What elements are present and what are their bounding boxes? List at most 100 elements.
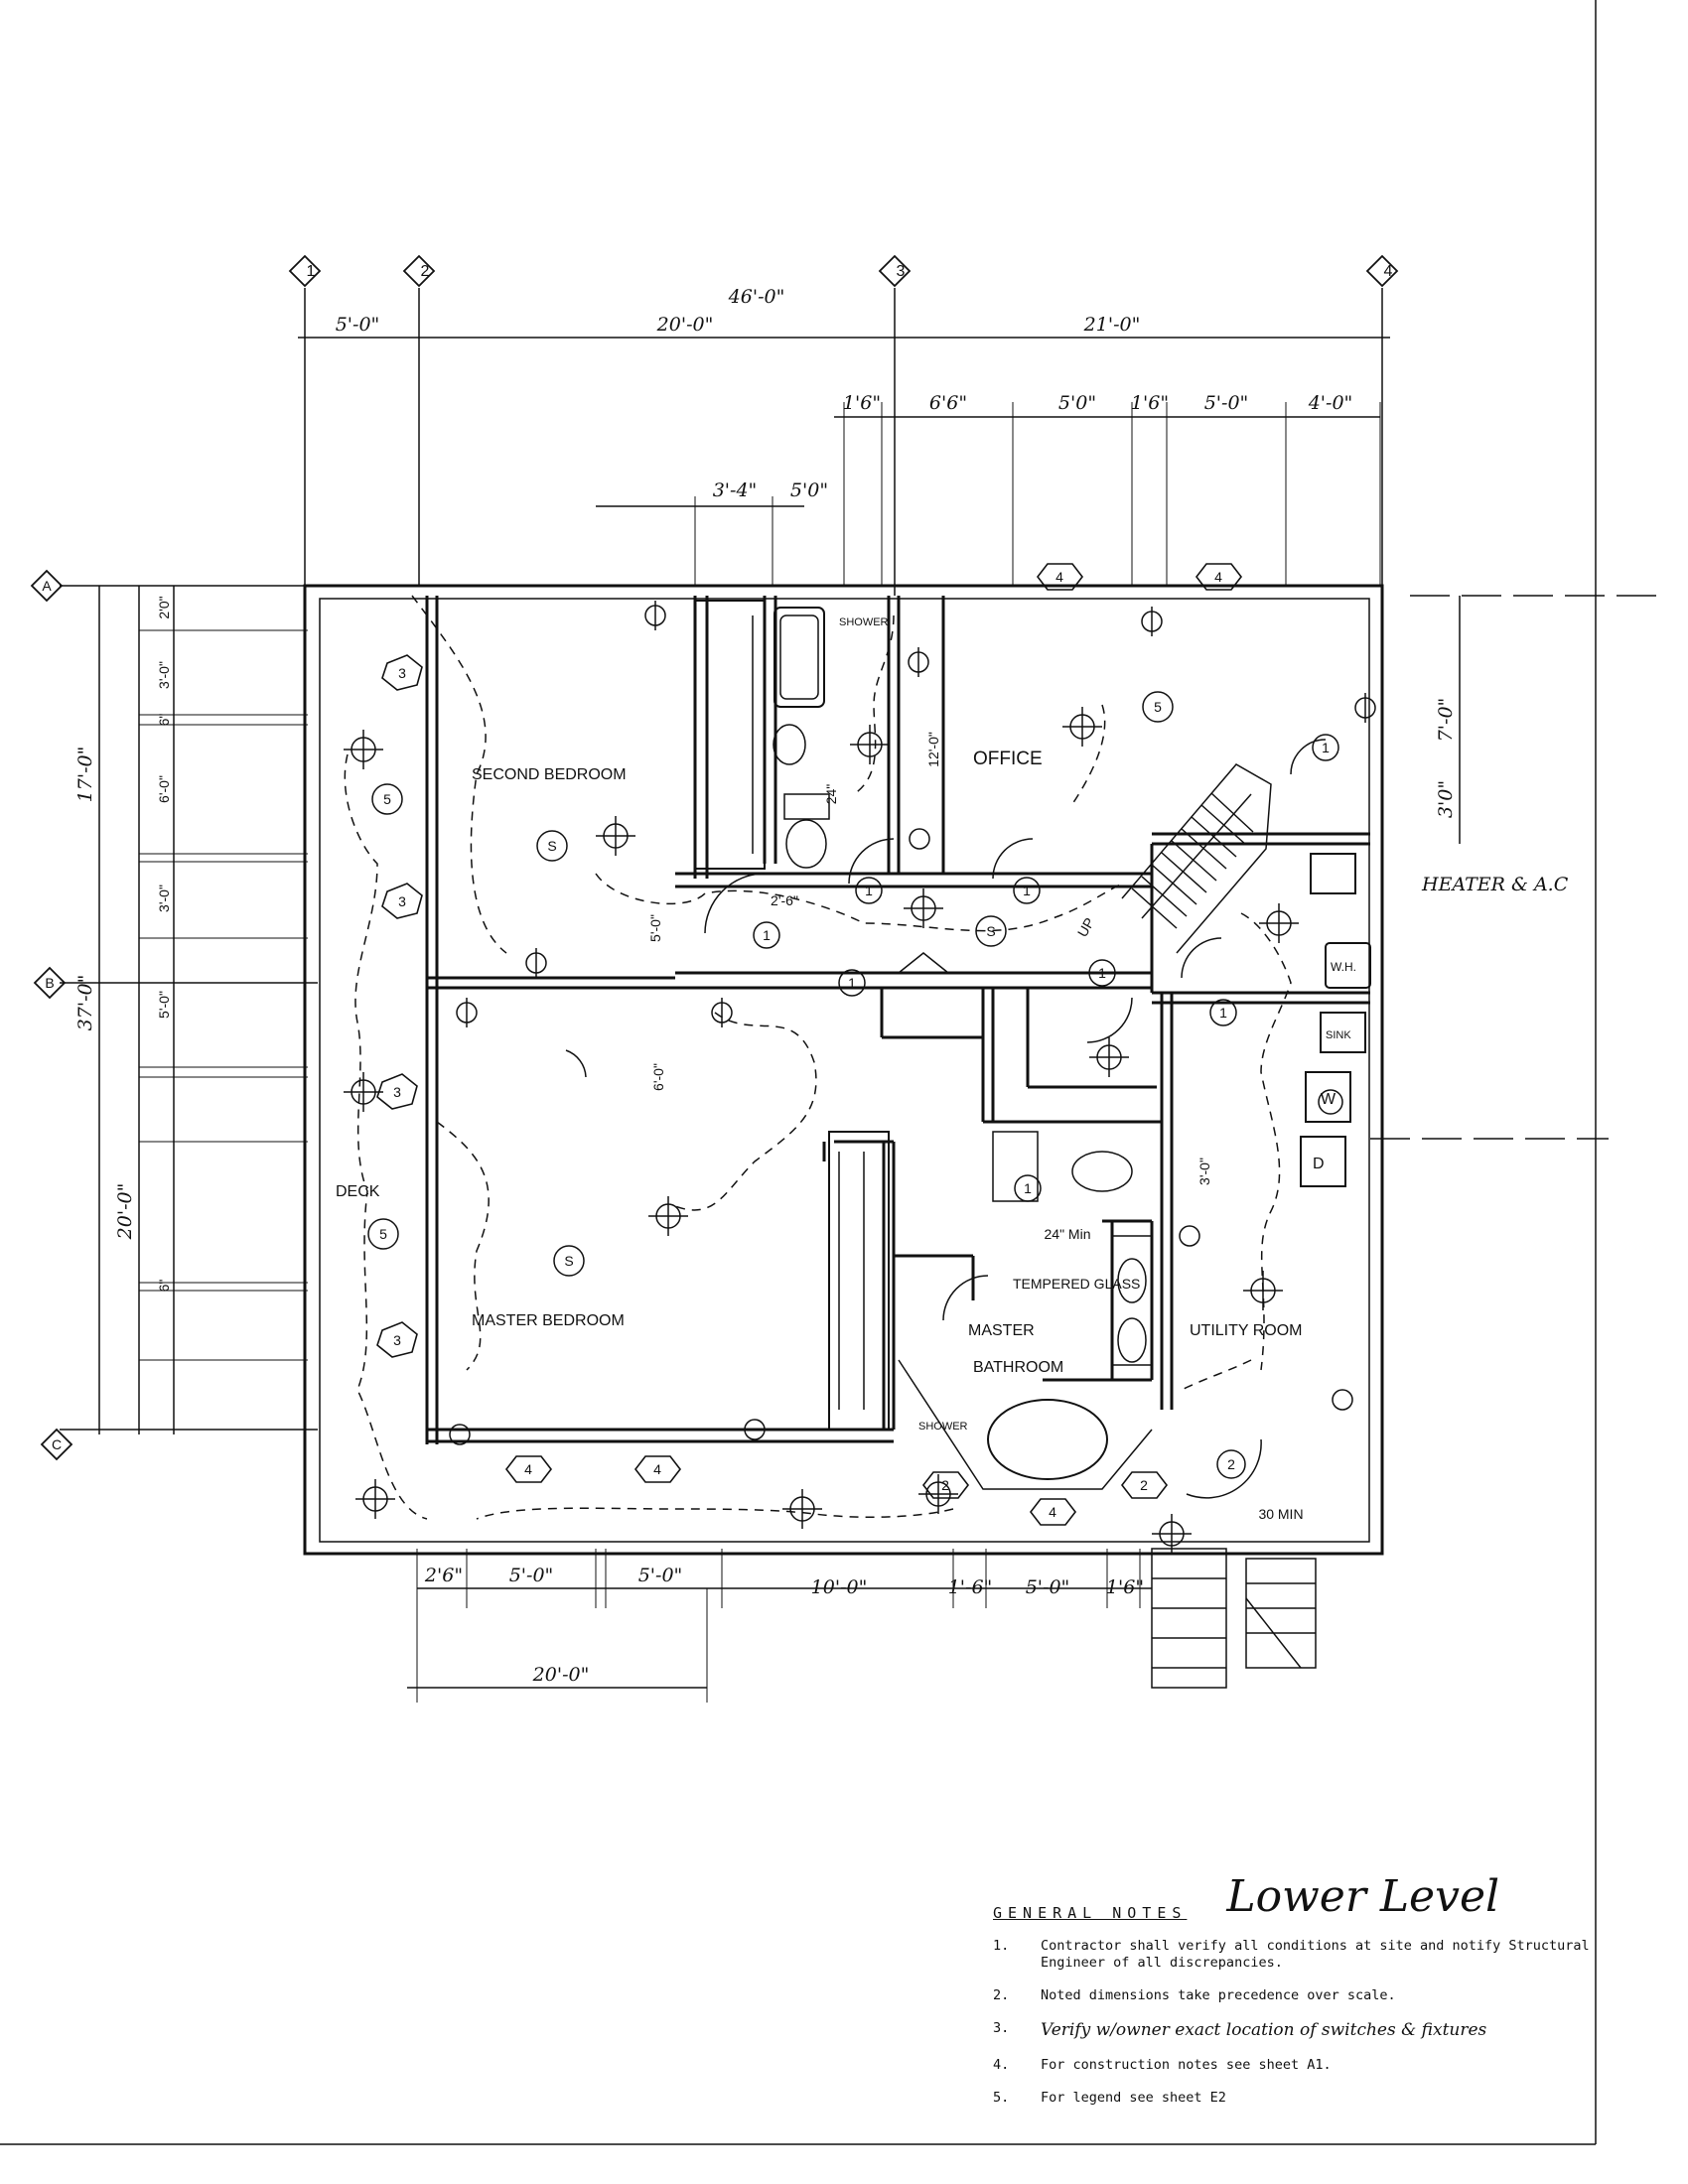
note-item: 4. For construction notes see sheet A1.	[993, 2057, 1628, 2074]
tag-s-c: S	[986, 923, 995, 939]
tag-1f: 1	[1219, 1005, 1227, 1021]
label-wh: W.H.	[1331, 960, 1356, 974]
dim-5-0b: 5'-0"	[1204, 392, 1249, 414]
note-item: 5. For legend see sheet E2	[993, 2090, 1628, 2107]
dim-b-10-0: 10'-0"	[811, 1576, 868, 1598]
bathtub	[774, 607, 825, 708]
general-notes-title: GENERAL NOTES	[993, 1904, 1188, 1922]
label-shower-bottom: SHOWER	[918, 1421, 968, 1433]
dim-i-24: 24"	[823, 784, 839, 805]
washer	[1305, 1071, 1351, 1123]
dim-3-0-left-b: 3'-0"	[156, 885, 172, 912]
tag-3b: 3	[398, 893, 406, 909]
general-notes-block: GENERAL NOTES Lower Level 1. Contractor …	[993, 1871, 1628, 2107]
dim-i-24-min: 24" Min	[1045, 1226, 1091, 1242]
note-number: 3.	[993, 2019, 1010, 2036]
dim-5-0c: 5'0"	[790, 479, 828, 501]
dryer	[1300, 1136, 1346, 1187]
tag-4a: 4	[524, 1461, 532, 1477]
tag-4c: 4	[1049, 1504, 1056, 1520]
room-office: OFFICE	[973, 749, 1043, 769]
building-outline	[303, 584, 1384, 1556]
grid-bubble-b: B	[45, 975, 54, 991]
note-number: 4.	[993, 2056, 1010, 2073]
wiring-runs	[344, 595, 1292, 1520]
tag-2c: 2	[1227, 1456, 1235, 1472]
dim-i-12-0: 12'-0"	[925, 732, 941, 767]
tag-1c: 1	[1023, 883, 1031, 898]
note-text: For construction notes see sheet A1.	[1041, 2056, 1332, 2073]
label-heater-ac: HEATER & A.C	[1421, 874, 1569, 895]
note-text: Verify w/owner exact location of switche…	[1041, 2019, 1487, 2040]
dim-b-5-0a: 5'-0"	[509, 1565, 554, 1586]
dim-4-0: 4'-0"	[1308, 392, 1353, 414]
note-item: 3. Verify w/owner exact location of swit…	[993, 2020, 1628, 2041]
tag-5b: 5	[379, 1226, 387, 1242]
grid-bubble-4: 4	[1384, 263, 1393, 280]
tag-1g: 1	[1322, 740, 1330, 755]
label-tempered-glass: TEMPERED GLASS	[1013, 1276, 1140, 1292]
tag-4b: 4	[653, 1461, 661, 1477]
dim-6-left-b: 6"	[156, 1280, 172, 1293]
staircase	[1121, 763, 1272, 954]
dim-21: 21'-0"	[1083, 314, 1141, 336]
dim-3-4: 3'-4"	[713, 479, 758, 501]
dim-6-6: 6'6"	[929, 392, 967, 414]
dim-5-0a: 5'0"	[1058, 392, 1096, 414]
tag-1a: 1	[763, 927, 771, 943]
tag-1d: 1	[848, 975, 856, 991]
dim-i-30-min: 30 MIN	[1258, 1506, 1303, 1522]
general-notes-header: GENERAL NOTES Lower Level	[993, 1871, 1628, 1922]
tag-4e: 4	[1214, 569, 1222, 585]
tag-5a: 5	[383, 791, 391, 807]
dim-46: 46'-0"	[728, 286, 785, 308]
dim-5: 5'-0"	[336, 314, 380, 336]
tag-4d: 4	[1055, 569, 1063, 585]
dim-i-3-0: 3'-0"	[1196, 1158, 1212, 1185]
grid-bubble-a: A	[42, 578, 52, 594]
tag-2a: 2	[941, 1477, 949, 1493]
dim-b-5-0c: 5'-0"	[1026, 1576, 1070, 1598]
tag-s-a: S	[547, 838, 556, 854]
dim-b-2-6: 2'6"	[424, 1565, 463, 1586]
dim-b-20-0: 20'-0"	[532, 1664, 590, 1686]
tag-1b: 1	[865, 883, 873, 898]
label-washer: W	[1321, 1091, 1336, 1108]
note-text: Noted dimensions take precedence over sc…	[1041, 1986, 1396, 2003]
grid-bubble-1: 1	[307, 263, 316, 280]
note-number: 2.	[993, 1986, 1010, 2003]
label-shower-top: SHOWER	[839, 616, 889, 628]
room-second-bedroom: SECOND BEDROOM	[472, 766, 627, 783]
tag-s-b: S	[564, 1253, 573, 1269]
bathtub-master	[987, 1399, 1108, 1480]
note-number: 1.	[993, 1938, 1010, 1954]
room-master-bedroom: MASTER BEDROOM	[472, 1312, 625, 1329]
dim-i-2-6: 2'-6"	[771, 892, 798, 908]
grid-bubble-c: C	[52, 1436, 62, 1452]
dim-b-1-6b: 1'6"	[1106, 1576, 1144, 1598]
sink-unit	[1320, 1012, 1366, 1053]
dim-3-0-right: 3'0"	[1435, 780, 1457, 818]
dim-1-6a: 1'6"	[843, 392, 881, 414]
dim-6-left-a: 6"	[156, 714, 172, 727]
room-utility: UTILITY ROOM	[1190, 1322, 1303, 1339]
dim-37: 37'-0"	[74, 975, 96, 1031]
room-master: MASTER	[968, 1322, 1035, 1339]
dim-7-0-right: 7'-0"	[1435, 698, 1457, 743]
dim-17: 17'-0"	[74, 747, 96, 803]
dim-i-6-0: 6'-0"	[650, 1063, 666, 1091]
dim-2-0-left: 2'0"	[156, 596, 172, 618]
tag-2b: 2	[1140, 1477, 1148, 1493]
dim-20-left: 20'-0"	[114, 1183, 136, 1241]
dim-1-6b: 1'6"	[1131, 392, 1169, 414]
note-text: Contractor shall verify all conditions a…	[1041, 1938, 1590, 1971]
note-number: 5.	[993, 2089, 1010, 2106]
dim-6-0-left-a: 6'-0"	[156, 775, 172, 803]
dim-b-5-0b: 5'-0"	[638, 1565, 683, 1586]
dim-20: 20'-0"	[656, 314, 714, 336]
tag-3d: 3	[393, 1332, 401, 1348]
dim-3-0-left-a: 3'-0"	[156, 661, 172, 689]
note-item: 2. Noted dimensions take precedence over…	[993, 1987, 1628, 2004]
grid-bubble-2: 2	[421, 263, 430, 280]
